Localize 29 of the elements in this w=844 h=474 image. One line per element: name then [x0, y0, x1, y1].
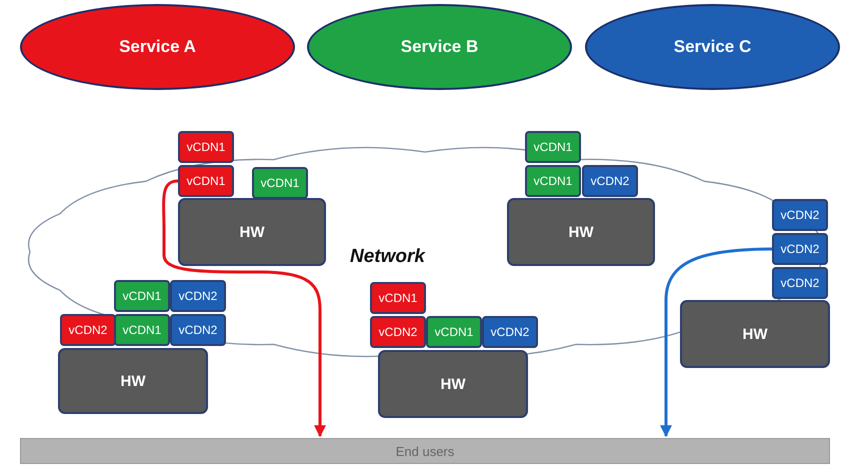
- service-ellipse: Service C: [585, 4, 840, 90]
- end-users-bar: End users: [20, 438, 830, 464]
- vcdn-box: vCDN1: [114, 314, 170, 346]
- hardware-box: HW: [178, 198, 326, 266]
- vcdn-box: vCDN1: [426, 316, 482, 348]
- arrow: [660, 248, 772, 438]
- vcdn-box: vCDN2: [370, 316, 426, 348]
- vcdn-box: vCDN2: [170, 280, 226, 312]
- vcdn-box: vCDN2: [60, 314, 116, 346]
- vcdn-box: vCDN2: [772, 267, 828, 299]
- vcdn-box: vCDN1: [178, 165, 234, 197]
- service-ellipse: Service B: [307, 4, 572, 90]
- vcdn-box: vCDN2: [170, 314, 226, 346]
- hardware-box: HW: [58, 348, 208, 414]
- vcdn-box: vCDN1: [114, 280, 170, 312]
- vcdn-box: vCDN1: [525, 165, 581, 197]
- hardware-box: HW: [680, 300, 830, 368]
- vcdn-box: vCDN1: [525, 131, 581, 163]
- hardware-box: HW: [378, 350, 528, 418]
- vcdn-box: vCDN2: [482, 316, 538, 348]
- vcdn-box: vCDN2: [772, 199, 828, 231]
- vcdn-box: vCDN2: [772, 233, 828, 265]
- vcdn-box: vCDN1: [178, 131, 234, 163]
- vcdn-box: vCDN2: [582, 165, 638, 197]
- service-ellipse: Service A: [20, 4, 295, 90]
- vcdn-box: vCDN1: [252, 167, 308, 199]
- vcdn-box: vCDN1: [370, 282, 426, 314]
- network-label: Network: [350, 246, 425, 268]
- hardware-box: HW: [507, 198, 655, 266]
